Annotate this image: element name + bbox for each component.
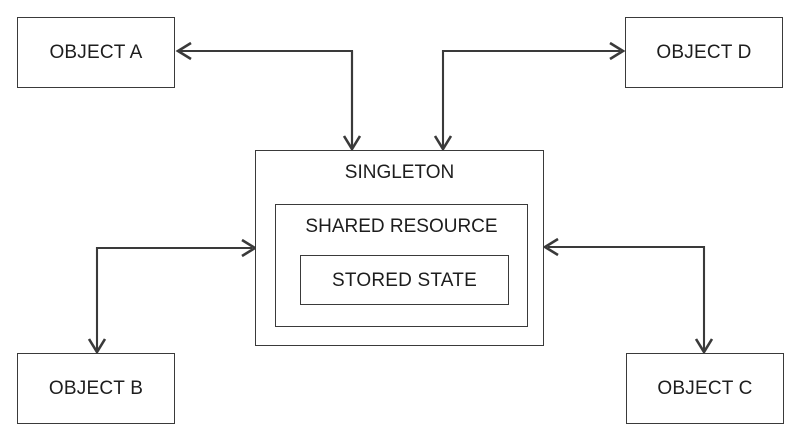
node-object-b-label: OBJECT B bbox=[48, 378, 144, 399]
node-object-d-label: OBJECT D bbox=[656, 42, 752, 63]
arrowhead-down-singleton-left bbox=[342, 135, 362, 152]
node-stored-state[interactable]: STORED STATE bbox=[300, 255, 509, 305]
node-object-d[interactable]: OBJECT D bbox=[625, 17, 783, 88]
node-shared-resource[interactable]: SHARED RESOURCE STORED STATE bbox=[275, 204, 528, 327]
arrowhead-down-object-c bbox=[694, 338, 714, 355]
node-stored-state-label: STORED STATE bbox=[332, 269, 477, 291]
node-object-b[interactable]: OBJECT B bbox=[17, 353, 175, 424]
connector-object-c-to-singleton bbox=[542, 237, 714, 355]
arrowhead-down-singleton-right bbox=[433, 135, 453, 152]
arrowhead-left-singleton-right bbox=[542, 237, 559, 257]
node-object-a-label: OBJECT A bbox=[49, 42, 143, 63]
arrowhead-left-object-a bbox=[175, 41, 192, 61]
node-object-c-label: OBJECT C bbox=[657, 378, 753, 399]
node-object-a[interactable]: OBJECT A bbox=[17, 17, 175, 88]
arrowhead-right-singleton-left bbox=[241, 238, 258, 258]
node-shared-resource-label: SHARED RESOURCE bbox=[305, 216, 498, 237]
arrowhead-down-object-b bbox=[87, 338, 107, 355]
connector-singleton-to-object-a bbox=[175, 41, 362, 152]
connector-object-b-to-singleton bbox=[87, 238, 258, 355]
node-object-c[interactable]: OBJECT C bbox=[626, 353, 784, 424]
arrowhead-right-object-d bbox=[609, 41, 626, 61]
node-singleton[interactable]: SINGLETON SHARED RESOURCE STORED STATE bbox=[255, 150, 544, 346]
connector-singleton-to-object-d bbox=[433, 41, 626, 152]
node-singleton-label: SINGLETON bbox=[344, 162, 455, 183]
